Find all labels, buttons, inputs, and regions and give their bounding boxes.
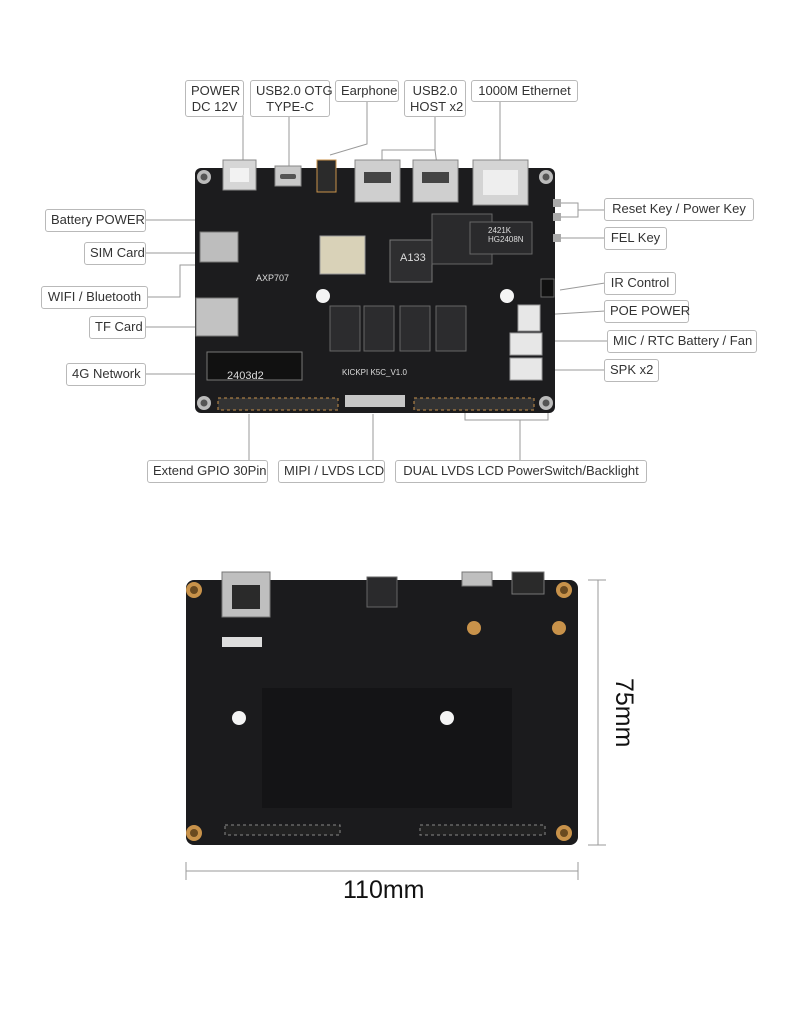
label-tf-card: TF Card	[89, 316, 146, 339]
label-ethernet: 1000M Ethernet	[471, 80, 578, 102]
label-4g-network: 4G Network	[66, 363, 146, 386]
label-spk: SPK x2	[604, 359, 659, 382]
pmic-marking: AXP707	[256, 273, 290, 283]
label-ir-control: IR Control	[604, 272, 676, 295]
label-dual-lvds: DUAL LVDS LCD PowerSwitch/Backlight	[395, 460, 647, 483]
label-battery-power: Battery POWER	[45, 209, 146, 232]
label-earphone: Earphone	[335, 80, 399, 102]
label-mipi-lvds: MIPI / LVDS LCD	[278, 460, 385, 483]
board-bottom	[186, 571, 578, 845]
label-reset-power-key: Reset Key / Power Key	[604, 198, 754, 221]
height-dimension: 75mm	[610, 678, 638, 748]
label-poe-power: POE POWER	[604, 300, 690, 323]
width-dimension: 110mm	[343, 876, 425, 904]
label-wifi-bluetooth: WIFI / Bluetooth	[41, 286, 148, 309]
leader-lines	[145, 102, 608, 880]
soc-marking: A133	[400, 252, 426, 264]
lot-marking: 2403d2	[227, 370, 264, 382]
model-marking: KICKPI K5C_V1.0	[342, 368, 407, 377]
label-sim-card: SIM Card	[84, 242, 146, 265]
label-mic-rtc-fan: MIC / RTC Battery / Fan	[607, 330, 757, 353]
label-fel-key: FEL Key	[604, 227, 667, 250]
label-gpio: Extend GPIO 30Pin	[147, 460, 268, 483]
board-top	[195, 159, 561, 413]
